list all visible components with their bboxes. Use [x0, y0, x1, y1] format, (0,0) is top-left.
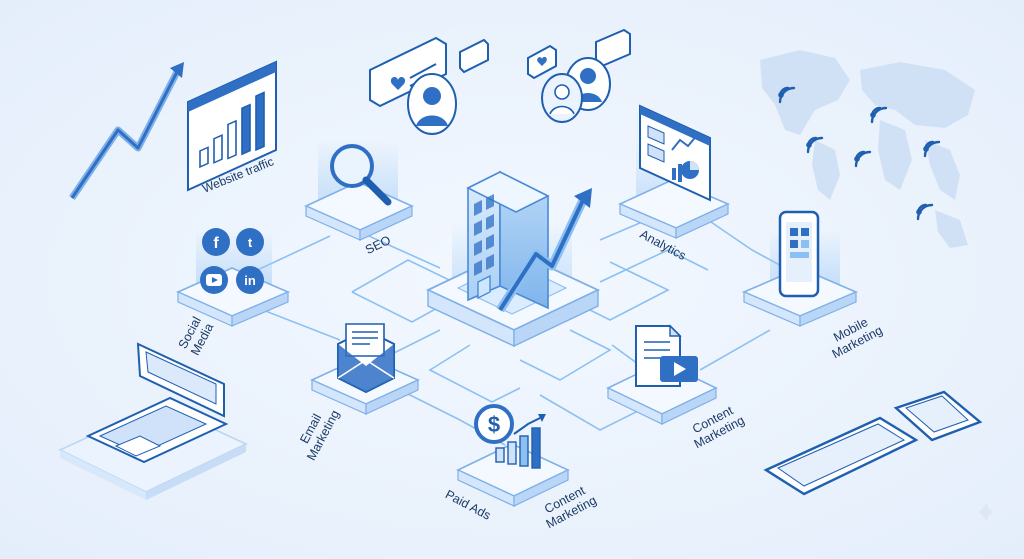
analytics-node	[618, 104, 730, 239]
wifi-icon	[778, 86, 796, 104]
phone-icon	[893, 390, 983, 442]
smartphone-icon	[778, 210, 820, 298]
sparkle-icon	[978, 502, 994, 522]
world-map	[760, 50, 975, 248]
bar-growth-icon	[495, 414, 546, 469]
community-group	[527, 28, 631, 123]
svg-text:f: f	[213, 235, 219, 252]
wifi-icon	[806, 136, 824, 154]
wifi-icon-group	[778, 86, 941, 221]
person-avatar-icon	[580, 68, 596, 84]
facebook-icon: f	[202, 228, 230, 256]
person-avatar-icon	[554, 84, 570, 100]
magnifier-icon	[330, 144, 392, 206]
wifi-icon	[916, 203, 934, 221]
growth-arrow-icon	[496, 188, 592, 313]
tablet-icon	[763, 416, 919, 496]
twitter-icon: t	[236, 228, 264, 256]
chat-person-group	[369, 36, 489, 135]
person-avatar-icon	[423, 87, 441, 105]
svg-text:$: $	[488, 412, 500, 437]
central-hub-node	[425, 170, 601, 348]
office-building-icon	[466, 170, 550, 310]
social-media-node: f t in	[176, 228, 291, 327]
svg-text:t: t	[248, 235, 253, 250]
document-video-icon	[635, 324, 698, 387]
envelope-icon	[337, 323, 395, 394]
youtube-icon	[200, 266, 228, 294]
wifi-icon	[854, 150, 872, 168]
svg-text:in: in	[244, 273, 256, 288]
wifi-icon	[923, 140, 941, 158]
paid-ads-node: $	[456, 404, 570, 507]
trend-arrow-icon	[69, 62, 184, 200]
dollar-coin-icon: $	[474, 404, 514, 444]
heart-icon	[537, 56, 547, 66]
website-traffic-card	[187, 60, 277, 192]
laptop-icon	[58, 342, 248, 500]
heart-icon	[390, 77, 406, 90]
mobile-marketing-node	[741, 210, 859, 327]
dashboard-screen-icon	[639, 104, 711, 202]
content-marketing-right-node	[606, 324, 718, 425]
wifi-icon	[870, 106, 888, 124]
seo-node	[304, 144, 414, 241]
linkedin-icon: in	[236, 266, 264, 294]
email-marketing-node	[310, 323, 420, 415]
